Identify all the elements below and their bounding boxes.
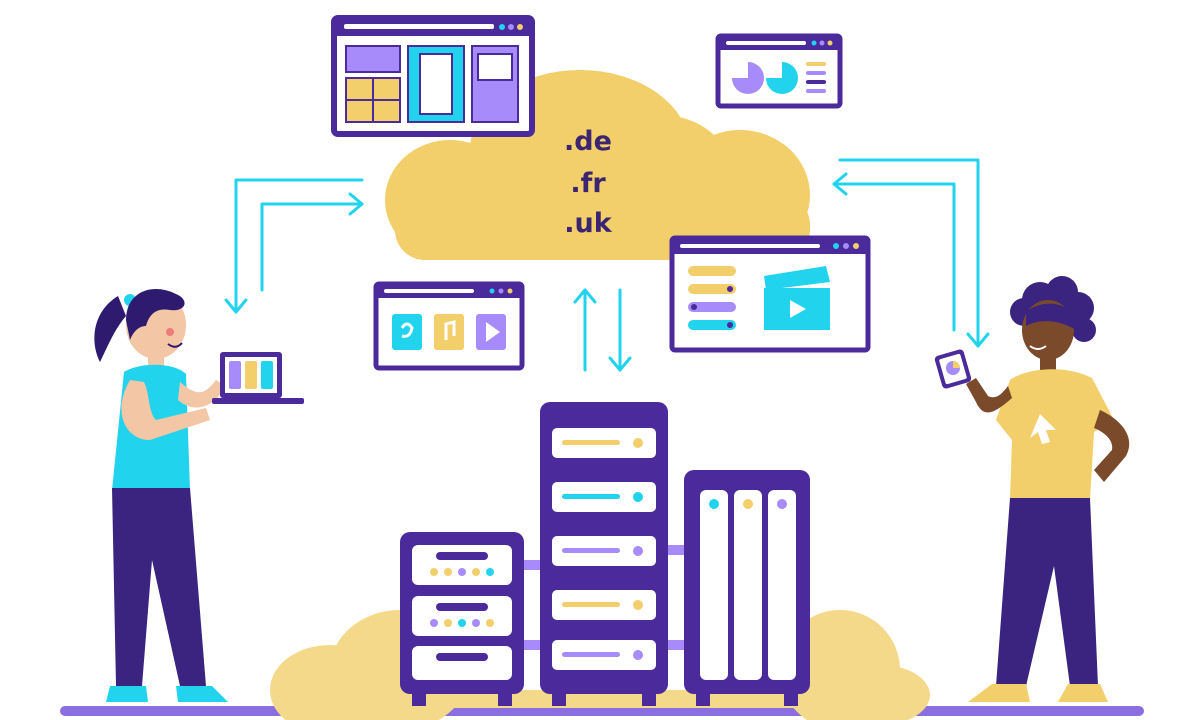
domain-de: .de — [564, 126, 612, 157]
smartphone-icon — [934, 349, 972, 389]
server-rack-small-icon — [400, 532, 524, 706]
server-rack-wide-icon — [684, 470, 810, 706]
server-link-bars — [524, 545, 684, 650]
laptop-icon — [212, 352, 304, 404]
left-sync-arrows-icon — [224, 178, 364, 314]
woman-with-laptop — [94, 289, 228, 702]
dashboard-window-icon — [331, 15, 535, 137]
domain-fr: .fr — [570, 168, 606, 199]
right-sync-arrows-icon — [832, 158, 990, 348]
media-window-icon — [373, 281, 525, 371]
pie-chart-window-icon — [715, 33, 843, 109]
domain-uk: .uk — [564, 208, 612, 239]
video-window-icon — [669, 235, 871, 353]
server-rack-tall-icon — [540, 402, 668, 706]
center-sync-arrows-icon — [573, 288, 632, 372]
man-with-phone — [966, 276, 1130, 702]
